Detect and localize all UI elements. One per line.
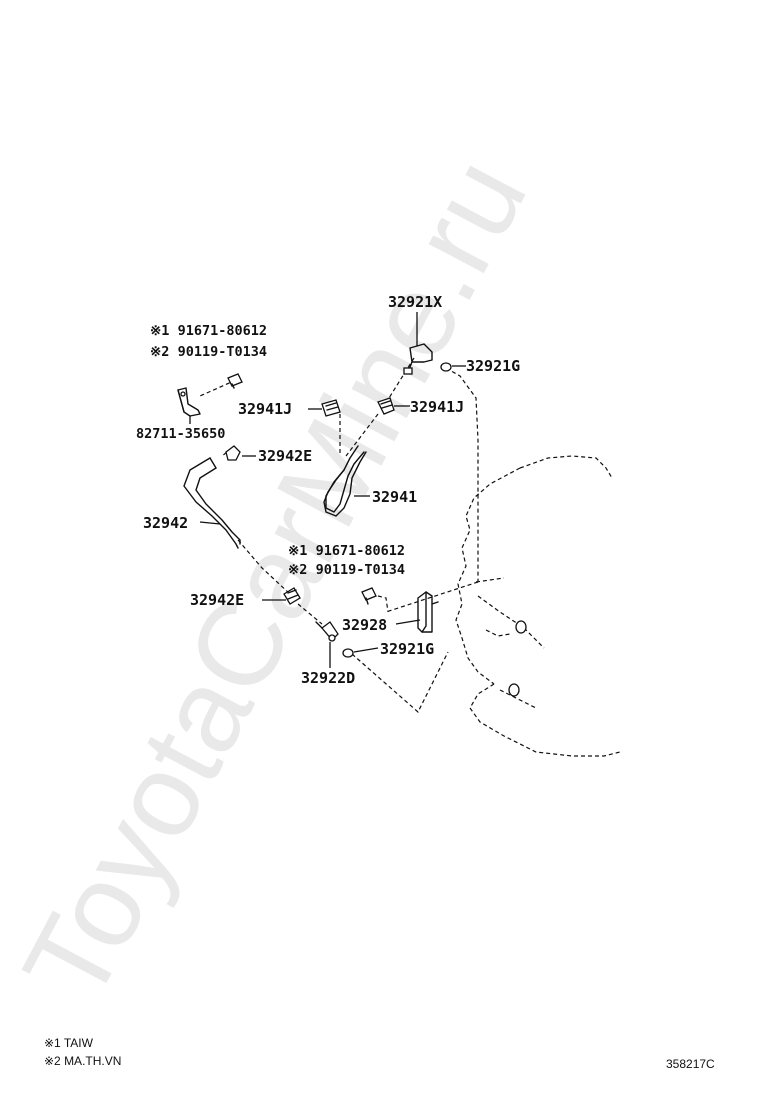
part-32941-hose (323, 445, 367, 517)
footnote-2: ※2 MA.TH.VN (44, 1054, 121, 1068)
label-32941j-right: 32941J (410, 398, 464, 416)
part-32922d-sensor (315, 621, 339, 642)
label-32921x: 32921X (388, 293, 442, 311)
part-82711-bracket (177, 387, 201, 417)
footnote-1: ※1 TAIW (44, 1036, 94, 1050)
part-alt-mid-bolt (361, 587, 377, 605)
part-32921g-top-oring (440, 362, 452, 372)
label-32922d: 32922D (301, 669, 355, 687)
label-alt-mid-2: ※2 90119-T0134 (288, 562, 405, 578)
label-alt-top-2: ※2 90119-T0134 (150, 344, 267, 360)
label-32921g-top: 32921G (466, 357, 520, 375)
label-32928: 32928 (342, 616, 387, 634)
label-32921g-bottom: 32921G (380, 640, 434, 658)
label-82711-35650: 82711-35650 (136, 426, 225, 442)
part-alt-top-bolt (227, 373, 243, 389)
label-alt-mid-1: ※1 91671-80612 (288, 543, 405, 559)
part-32942e-bottom-clip (283, 587, 301, 605)
label-32942e-bottom: 32942E (190, 591, 244, 609)
transmission-outline (455, 455, 621, 757)
watermark: ToyotaCarMine.ru (0, 138, 552, 1022)
part-32942e-top-clip (225, 445, 241, 461)
label-32942: 32942 (143, 514, 188, 532)
label-32941j-left: 32941J (238, 400, 292, 418)
label-32942e-top: 32942E (258, 447, 312, 465)
label-alt-top-1: ※1 91671-80612 (150, 323, 267, 339)
part-32921g-bottom-oring (342, 648, 354, 658)
part-32942-hose (183, 457, 241, 549)
leader-lines (189, 312, 466, 668)
label-32941: 32941 (372, 488, 417, 506)
diagram-code: 358217C (666, 1057, 715, 1071)
part-32921x-sensor (403, 343, 433, 375)
part-32941j-clip-right (377, 397, 395, 415)
part-32941j-clip-left (321, 399, 341, 417)
part-32928-bracket (417, 591, 439, 633)
